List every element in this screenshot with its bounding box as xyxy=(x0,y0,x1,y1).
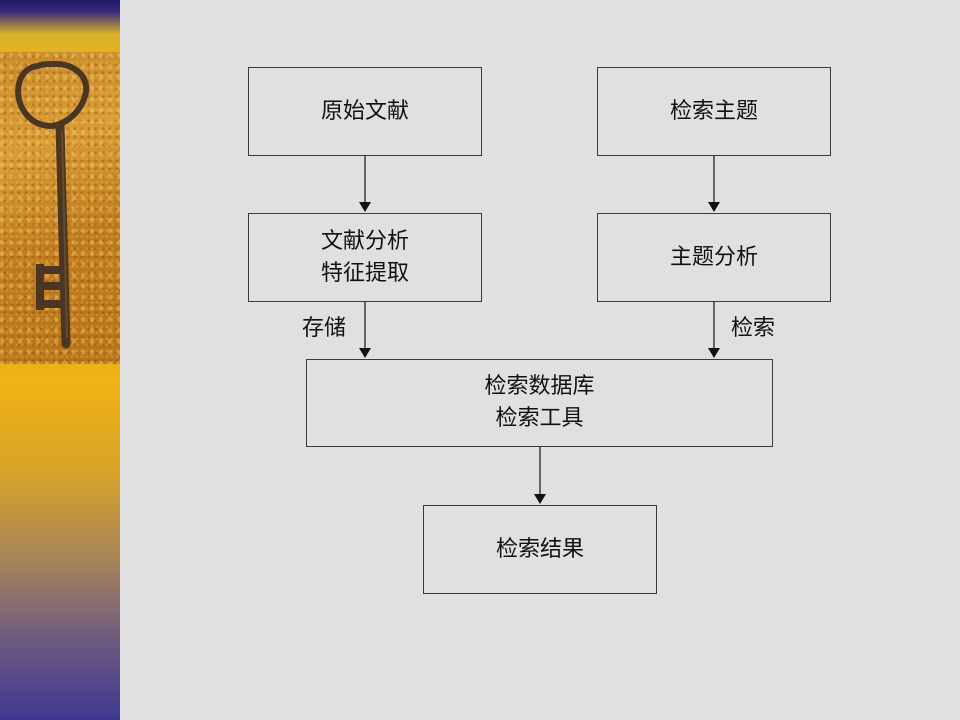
node-label-line-1: 检索数据库 xyxy=(484,371,594,403)
node-document-analysis: 文献分析 特征提取 xyxy=(248,213,482,302)
node-label-line-1: 文献分析 xyxy=(321,226,409,258)
node-label-line-2: 特征提取 xyxy=(321,258,409,290)
edge-label-store: 存储 xyxy=(302,317,346,341)
node-label-line-2: 检索工具 xyxy=(495,403,583,435)
node-retrieval-database: 检索数据库 检索工具 xyxy=(306,359,773,447)
node-retrieval-topic: 检索主题 xyxy=(597,67,831,156)
node-label: 检索主题 xyxy=(670,96,758,128)
edge-label-search: 检索 xyxy=(731,317,775,341)
node-original-documents: 原始文献 xyxy=(248,67,482,156)
node-label: 检索结果 xyxy=(496,534,584,566)
node-topic-analysis: 主题分析 xyxy=(597,213,831,302)
node-label: 原始文献 xyxy=(321,96,409,128)
node-retrieval-results: 检索结果 xyxy=(423,505,657,594)
node-label: 主题分析 xyxy=(670,242,758,274)
